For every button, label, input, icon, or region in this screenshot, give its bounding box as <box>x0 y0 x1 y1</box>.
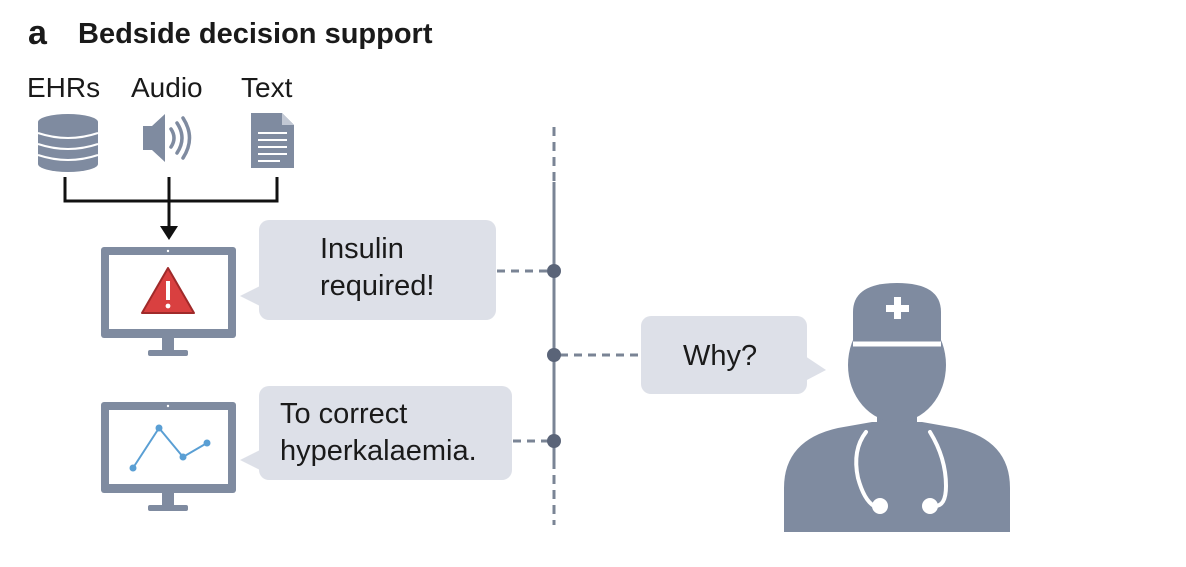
question-bubble <box>641 316 826 394</box>
speaker-icon <box>143 114 192 162</box>
panel-letter: a <box>28 14 47 52</box>
document-icon <box>251 113 294 168</box>
line-chart-icon <box>129 424 211 472</box>
ehrs-label: EHRs <box>27 72 101 103</box>
timeline-nodes <box>547 264 561 448</box>
clinician-icon <box>784 283 1010 532</box>
answer-bubble <box>240 386 512 480</box>
question-message: Why? <box>683 340 758 372</box>
chart-monitor <box>101 402 236 511</box>
arrow-head <box>160 226 178 240</box>
input-connector <box>63 177 279 230</box>
stethoscope-icon <box>854 430 949 514</box>
alert-message-line-1: Insulin <box>320 233 404 265</box>
alert-bubble <box>240 220 496 320</box>
answer-message-line-2: hyperkalaemia. <box>280 435 477 467</box>
panel-title: Bedside decision support <box>78 18 433 50</box>
text-label: Text <box>241 72 293 103</box>
alert-message-line-2: required! <box>320 270 435 302</box>
warning-icon <box>141 267 195 314</box>
answer-message-line-1: To correct <box>280 398 408 430</box>
database-icon <box>37 114 99 172</box>
dashed-connectors <box>497 269 640 443</box>
audio-label: Audio <box>131 72 203 103</box>
